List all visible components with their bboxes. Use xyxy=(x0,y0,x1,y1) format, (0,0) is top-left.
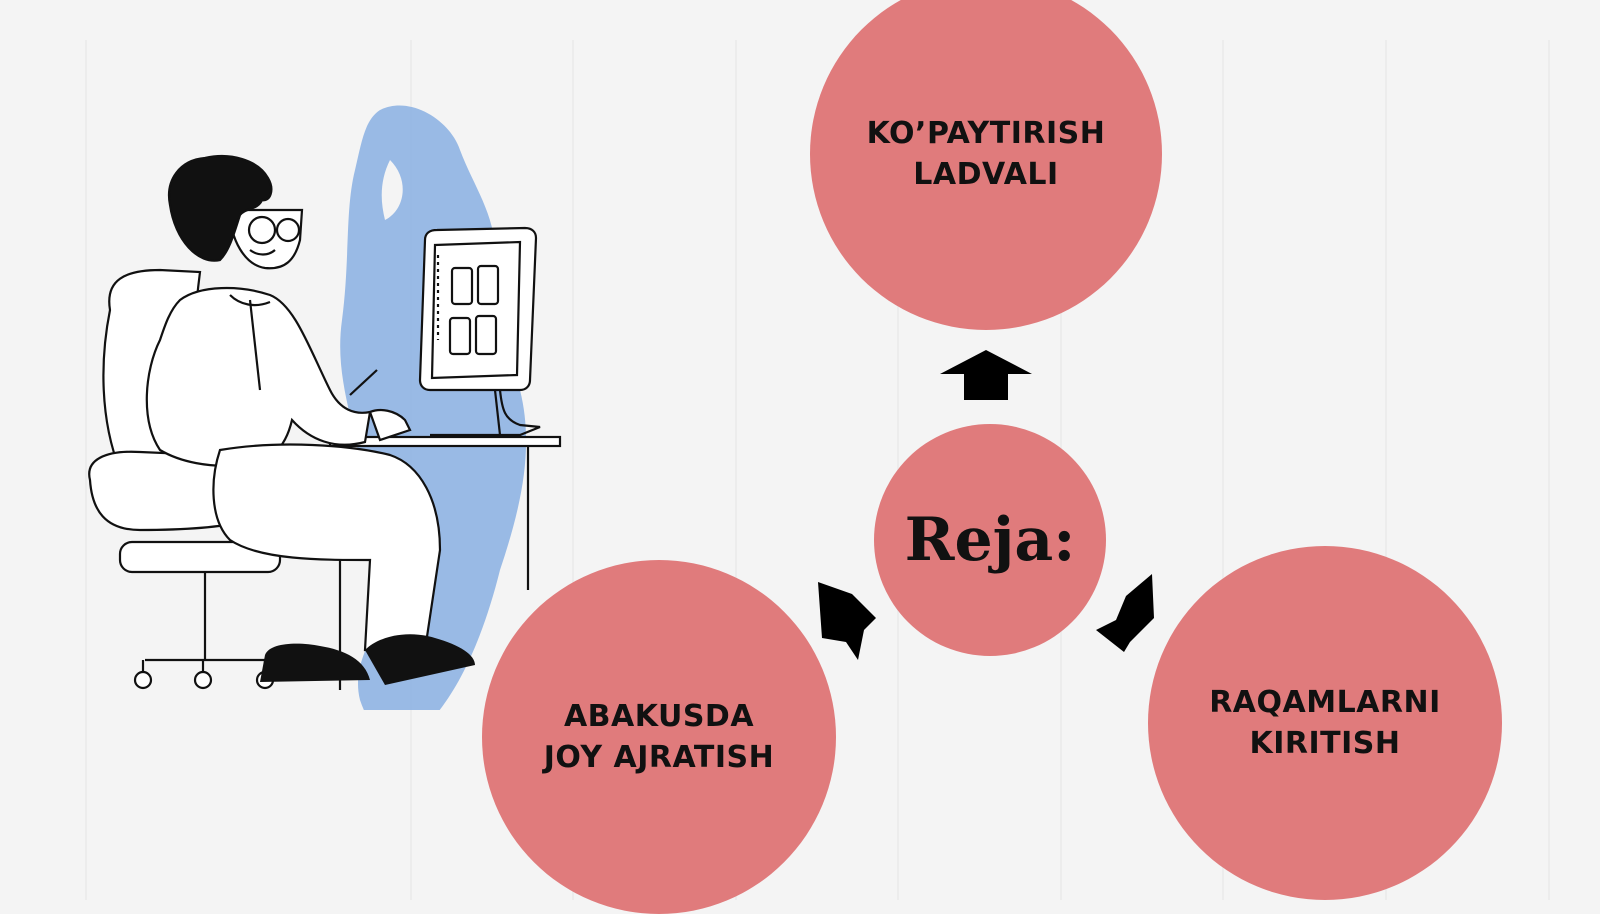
person-at-computer-icon xyxy=(88,105,562,710)
node-center-label: Reja: xyxy=(904,505,1076,575)
node-center-circle: Reja: xyxy=(874,424,1106,656)
person-head-shape xyxy=(167,154,304,270)
arrow-down-right-icon xyxy=(1096,574,1154,652)
node-right-circle: RAQAMLARNI KIRITISH xyxy=(1148,546,1502,900)
node-top-circle: KO’PAYTIRISH LADVALI xyxy=(810,0,1162,330)
node-right-label: RAQAMLARNI KIRITISH xyxy=(1209,685,1441,761)
background-line xyxy=(735,40,737,900)
background-line xyxy=(85,40,87,900)
node-left-circle: ABAKUSDA JOY AJRATISH xyxy=(482,560,836,914)
background-line xyxy=(1548,40,1550,900)
arrow-up-icon xyxy=(940,350,1032,400)
node-left-label: ABAKUSDA JOY AJRATISH xyxy=(543,699,775,775)
node-top-label: KO’PAYTIRISH LADVALI xyxy=(866,116,1106,192)
background-line xyxy=(1385,40,1387,900)
monitor-shape xyxy=(418,226,541,437)
background-line xyxy=(1222,40,1224,900)
person-body-shape xyxy=(145,287,442,652)
background-line xyxy=(572,40,574,900)
arrow-down-left-icon xyxy=(818,582,876,660)
shoes-shape xyxy=(260,634,475,685)
